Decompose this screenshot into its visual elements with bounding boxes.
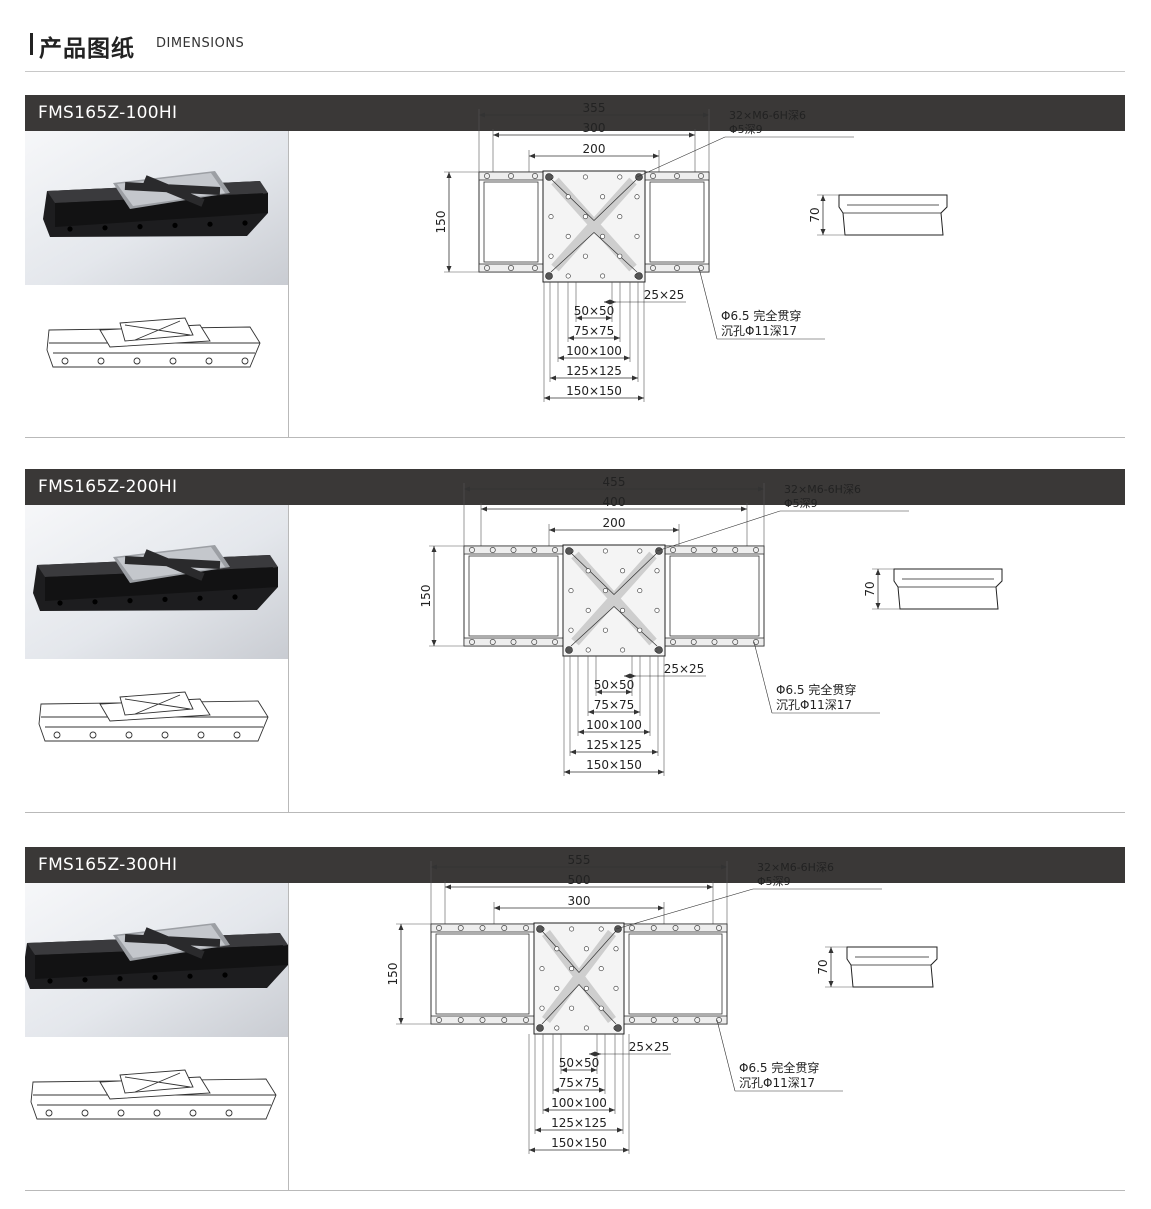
callout-thread-depth: Φ5深9 [729, 123, 763, 136]
dimension-drawing: 355 300 200 150 50×50 75×75 100×100 125×125 150×… [434, 101, 948, 402]
model-section-body: 555 500 300 150 50×50 75×75 100×100 125×125 150×… [25, 853, 1125, 1191]
dim-square-0-label: 50×50 [594, 678, 635, 692]
callout-thread-spec: 32×M6-6H深6 [757, 861, 834, 874]
dim-pitch-label: 25×25 [664, 662, 705, 676]
callout-thread-spec: 32×M6-6H深6 [784, 483, 861, 496]
render-photo [25, 883, 288, 1037]
dimension-drawing: 555 500 300 150 50×50 75×75 100×100 125×125 150×… [386, 853, 938, 1154]
dim-square-0-label: 50×50 [574, 304, 615, 318]
technical-drawing: 455 400 200 150 50×50 75×75 100×100 125×125 150×… [290, 475, 1125, 812]
title-accent-bar [30, 33, 33, 55]
dim-square-1-arrows [588, 709, 640, 715]
dim-pitch-label: 25×25 [644, 288, 685, 302]
dim-square-2-label: 100×100 [551, 1096, 607, 1110]
dim-width-label: 150 [419, 585, 433, 608]
dim-pitch-arrows [604, 299, 616, 305]
callout-thread-depth: Φ5深9 [784, 497, 818, 510]
callout-counterbore: 沉孔Φ11深17 [776, 698, 852, 712]
dim-square-1-arrows [568, 335, 620, 341]
dim-width-label: 150 [434, 211, 448, 234]
dim-rail-label: 400 [603, 495, 626, 509]
dim-square-2-label: 100×100 [566, 344, 622, 358]
side-view-profile [838, 194, 948, 236]
callout-counterbore: 沉孔Φ11深17 [721, 324, 797, 338]
stage-render-image [33, 545, 278, 611]
dim-square-3-label: 125×125 [586, 738, 642, 752]
dim-square-3-label: 125×125 [551, 1116, 607, 1130]
stage-render-image [43, 171, 268, 237]
dim-square-1-label: 75×75 [594, 698, 635, 712]
dim-stroke-label: 200 [583, 142, 606, 156]
line-drawing-photo [25, 659, 288, 812]
cover-right [628, 933, 723, 1015]
page-title: 产品图纸 [39, 36, 135, 62]
dim-width-label: 150 [386, 963, 400, 986]
model-title: FMS165Z-200HI [25, 469, 1125, 505]
callout-counterbore: 沉孔Φ11深17 [739, 1076, 815, 1090]
dim-square-4-label: 150×150 [551, 1136, 607, 1150]
stage-render-image [25, 923, 288, 989]
cover-left [468, 555, 559, 637]
dim-overall-label: 455 [603, 475, 626, 489]
product-photos [25, 505, 289, 812]
technical-drawing: 555 500 300 150 50×50 75×75 100×100 125×125 150×… [290, 853, 1125, 1190]
stage-line-drawing [46, 317, 261, 368]
callout-through-hole: Φ6.5 完全贯穿 [739, 1060, 819, 1075]
render-photo [25, 505, 288, 659]
dim-square-1-label: 75×75 [559, 1076, 600, 1090]
product-photos [25, 131, 289, 437]
dim-stroke-label: 200 [603, 516, 626, 530]
line-drawing-photo [25, 1037, 288, 1190]
dim-square-1-label: 75×75 [574, 324, 615, 338]
dim-overall-label: 355 [583, 101, 606, 115]
cover-right [649, 181, 705, 263]
dim-rail-label: 300 [583, 121, 606, 135]
product-photos [25, 883, 289, 1190]
dim-square-4-label: 150×150 [586, 758, 642, 772]
dim-overall-label: 555 [568, 853, 591, 867]
page-subtitle: DIMENSIONS [156, 36, 245, 51]
callout-through-hole: Φ6.5 完全贯穿 [721, 308, 801, 323]
side-view-profile [893, 568, 1003, 610]
dim-rail-label: 500 [568, 873, 591, 887]
dim-square-1-arrows [553, 1087, 605, 1093]
cover-left [483, 181, 539, 263]
render-photo [25, 131, 288, 285]
dim-square-4-label: 150×150 [566, 384, 622, 398]
cover-right [669, 555, 760, 637]
dim-stroke-label: 300 [568, 894, 591, 908]
dim-height-label: 70 [863, 581, 877, 596]
cover-left [435, 933, 530, 1015]
dim-pitch-arrows [589, 1051, 601, 1057]
dim-square-0-label: 50×50 [559, 1056, 600, 1070]
dim-pitch-label: 25×25 [629, 1040, 670, 1054]
dimension-drawing: 455 400 200 150 50×50 75×75 100×100 125×125 150×… [419, 475, 1003, 776]
model-title: FMS165Z-300HI [25, 847, 1125, 883]
stage-line-drawing [38, 691, 269, 742]
dim-pitch-arrows [624, 673, 636, 679]
line-drawing-photo [25, 285, 288, 437]
callout-thread-depth: Φ5深9 [757, 875, 791, 888]
callout-through-hole: Φ6.5 完全贯穿 [776, 682, 856, 697]
dim-height-label: 70 [816, 959, 830, 974]
table-platen [533, 922, 625, 1035]
page-header: 产品图纸 DIMENSIONS [25, 20, 1125, 72]
callout-thread-spec: 32×M6-6H深6 [729, 109, 806, 122]
model-section-body: 355 300 200 150 50×50 75×75 100×100 125×125 150×… [25, 101, 1125, 438]
dim-height-label: 70 [808, 207, 822, 222]
stage-line-drawing [30, 1069, 277, 1120]
model-title: FMS165Z-100HI [25, 95, 1125, 131]
side-view-profile [846, 946, 938, 988]
dim-square-3-label: 125×125 [566, 364, 622, 378]
dim-square-2-label: 100×100 [586, 718, 642, 732]
technical-drawing: 355 300 200 150 50×50 75×75 100×100 125×125 150×… [290, 101, 1125, 437]
model-section-body: 455 400 200 150 50×50 75×75 100×100 125×125 150×… [25, 475, 1125, 813]
